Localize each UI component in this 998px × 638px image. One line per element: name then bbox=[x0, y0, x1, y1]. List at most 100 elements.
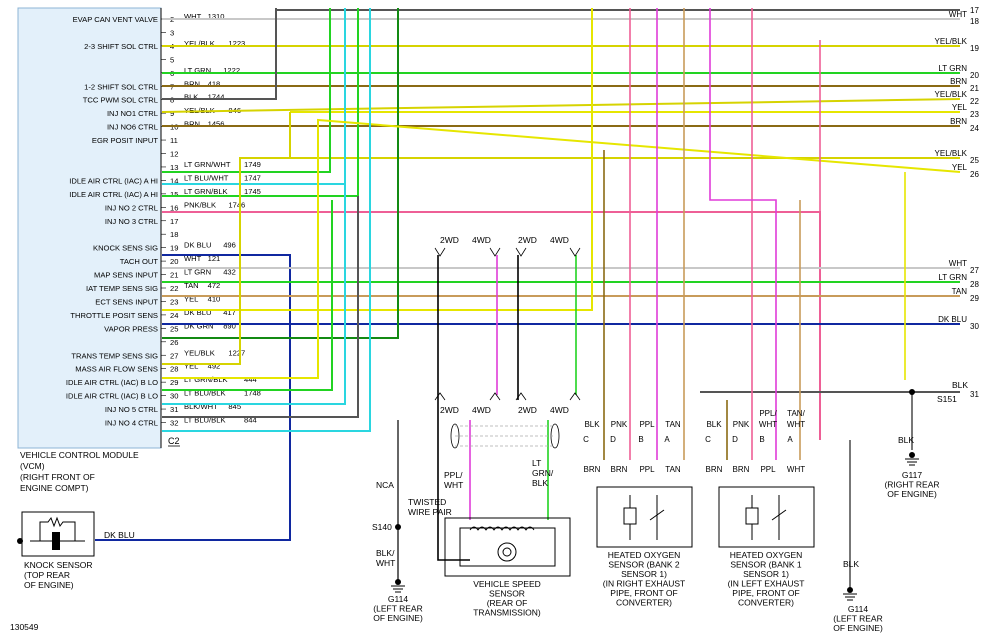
vcm-pin-label: THROTTLE POSIT SENS bbox=[70, 311, 158, 320]
right-ref-number: 24 bbox=[970, 124, 979, 133]
vss-wire-right-line: LT bbox=[532, 458, 541, 468]
vss-box bbox=[444, 517, 571, 577]
vcm-circuit-number: 444 bbox=[244, 375, 257, 384]
right-ref-wire: BRN bbox=[950, 77, 967, 86]
right-ref-number: 29 bbox=[970, 294, 979, 303]
o2-top-wire: BLK bbox=[584, 420, 600, 429]
right-ref-number: 28 bbox=[970, 280, 979, 289]
vcm-wire-color: LT GRN bbox=[184, 268, 211, 277]
drive-arrows-bottom bbox=[434, 392, 581, 401]
twisted-pair-symbol bbox=[450, 423, 560, 449]
right-ref-number: 30 bbox=[970, 322, 979, 331]
vcm-pin-number: 20 bbox=[170, 257, 178, 266]
vss-coil-frame bbox=[459, 527, 556, 567]
drive-2wd-label-a: 2WD bbox=[440, 235, 459, 245]
vss-name-line: SENSOR bbox=[489, 589, 525, 599]
wire-pin32-ltblublk bbox=[162, 8, 371, 432]
vcm-pin-number: 28 bbox=[170, 365, 178, 374]
ground-g117-line: (RIGHT REAR bbox=[884, 480, 939, 490]
vcm-circuit-number: 1456 bbox=[208, 120, 225, 129]
o2-top-wire: TAN bbox=[665, 420, 681, 429]
o2-bottom-wire: TAN bbox=[665, 465, 681, 474]
ground-right-wire-label: BLK bbox=[952, 380, 968, 390]
vcm-pin-label: TCC PWM SOL CTRL bbox=[83, 96, 158, 105]
vcm-pin-number: 25 bbox=[170, 324, 178, 333]
vcm-pin-label: EGR POSIT INPUT bbox=[92, 136, 158, 145]
o2-pin-letter: A bbox=[664, 435, 670, 444]
vcm-wire-color: WHT bbox=[184, 12, 202, 21]
vcm-circuit-number: 418 bbox=[208, 79, 221, 88]
wire-pin8-blk bbox=[162, 8, 277, 100]
wire-o2b1-pplwht bbox=[709, 8, 777, 460]
o2-bottom-wire: BRN bbox=[611, 465, 628, 474]
wire-pin19-dkblu bbox=[95, 254, 291, 541]
o2-bank2-name-line: SENSOR 1) bbox=[621, 569, 667, 579]
knock-sensor-name-line: OF ENGINE) bbox=[24, 580, 74, 590]
vss-name-line: TRANSMISSION) bbox=[473, 608, 541, 618]
o2-top-wire: WHT bbox=[787, 420, 805, 429]
o2-bank2-name-line: (IN RIGHT EXHAUST bbox=[603, 579, 686, 589]
vcm-wire-color: BLK/WHT bbox=[184, 402, 218, 411]
vcm-pin-number: 12 bbox=[170, 150, 178, 159]
o2-pin-letter: B bbox=[759, 435, 764, 444]
vcm-circuit-number: 496 bbox=[223, 241, 236, 250]
right-ref-wire: TAN bbox=[952, 287, 968, 296]
splice-s140-label: S140 bbox=[372, 522, 392, 532]
o2-pin-letter: D bbox=[732, 435, 738, 444]
figure-id: 130549 bbox=[10, 622, 39, 632]
vss-coil-icon bbox=[469, 526, 535, 531]
o2-bank2-heater-icon bbox=[623, 495, 665, 540]
splice-s151-dot bbox=[909, 389, 915, 395]
right-ref-wire: YEL/BLK bbox=[935, 37, 968, 46]
vcm-wire-color: DK BLU bbox=[184, 241, 211, 250]
vcm-pin-number: 19 bbox=[170, 244, 178, 253]
vcm-caption-line: VEHICLE CONTROL MODULE bbox=[20, 450, 139, 460]
o2-bottom-wire: WHT bbox=[787, 465, 805, 474]
vss-ground-line: (LEFT REAR bbox=[373, 604, 422, 614]
right-ref-wire: WHT bbox=[949, 10, 967, 19]
vcm-circuit-number: 1748 bbox=[244, 389, 261, 398]
ground-g117-line: G117 bbox=[902, 470, 922, 480]
vss-name-line: (REAR OF bbox=[487, 598, 528, 608]
knock-sensor-box bbox=[21, 511, 95, 557]
vcm-pin-label: INJ NO 4 CTRL bbox=[105, 419, 158, 428]
vcm-circuit-number: 492 bbox=[208, 362, 221, 371]
o2-bank2-name-line: HEATED OXYGEN bbox=[608, 550, 681, 560]
vss-ground-line: OF ENGINE) bbox=[373, 613, 423, 623]
o2-pin-letter: D bbox=[610, 435, 616, 444]
vcm-pin-label: INJ NO1 CTRL bbox=[107, 109, 158, 118]
vcm-circuit-number: 1744 bbox=[208, 93, 225, 102]
vcm-pin-label: MAP SENS INPUT bbox=[94, 271, 158, 280]
right-ref-number: 20 bbox=[970, 71, 979, 80]
ground-g117-icon bbox=[905, 452, 919, 466]
vcm-pin-label: TACH OUT bbox=[120, 257, 159, 266]
vcm-pin-number: 21 bbox=[170, 271, 178, 280]
right-ref-wire: YEL/BLK bbox=[935, 90, 968, 99]
vss-twisted-line: TWISTED bbox=[408, 497, 446, 507]
drive-4wd-label-c: 4WD bbox=[472, 405, 491, 415]
vcm-pin-label: INJ NO6 CTRL bbox=[107, 123, 158, 132]
vss-nca-label: NCA bbox=[376, 480, 394, 490]
o2-bottom-wire: PPL bbox=[760, 465, 776, 474]
vcm-circuit-number: 417 bbox=[223, 308, 236, 317]
wire-pin31-blkwht bbox=[162, 196, 359, 418]
vcm-pin-number: 18 bbox=[170, 230, 178, 239]
vcm-wire-color: LT GRN/BLK bbox=[184, 375, 228, 384]
right-ref-wire: LT GRN bbox=[938, 273, 967, 282]
drive-arrows-top bbox=[434, 247, 581, 257]
right-ref-wire: LT GRN bbox=[938, 64, 967, 73]
vcm-circuit-number: 845 bbox=[228, 402, 241, 411]
vcm-pin-number: 26 bbox=[170, 338, 178, 347]
vcm-pin-label: INJ NO 5 CTRL bbox=[105, 405, 158, 414]
vcm-pin-number: 3 bbox=[170, 28, 174, 37]
vcm-wire-color: LT BLU/BLK bbox=[184, 416, 226, 425]
vcm-pin-label: IDLE AIR CTRL (IAC) A HI bbox=[69, 176, 158, 185]
vcm-wire-color: LT GRN/WHT bbox=[184, 160, 231, 169]
o2-bank1-name-line: (IN LEFT EXHAUST bbox=[728, 579, 805, 589]
